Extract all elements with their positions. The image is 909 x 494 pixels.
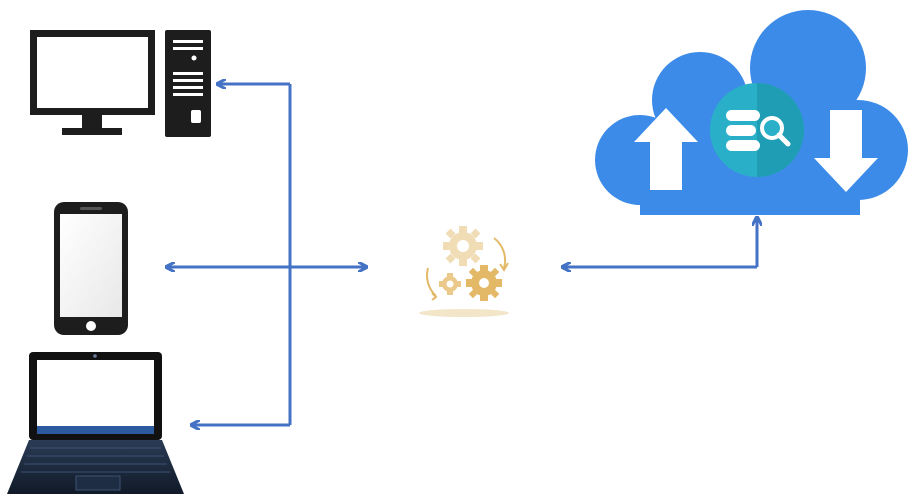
connector-lines bbox=[167, 84, 757, 425]
cloud-database-search-icon bbox=[595, 10, 908, 215]
smartphone-icon bbox=[54, 202, 128, 335]
database-search-icon bbox=[710, 83, 804, 177]
upload-arrow-icon bbox=[634, 108, 698, 190]
download-arrow-icon bbox=[814, 110, 878, 192]
laptop-icon bbox=[7, 352, 184, 494]
gears-sync-icon bbox=[419, 226, 509, 317]
desktop-computer-icon bbox=[30, 30, 211, 137]
